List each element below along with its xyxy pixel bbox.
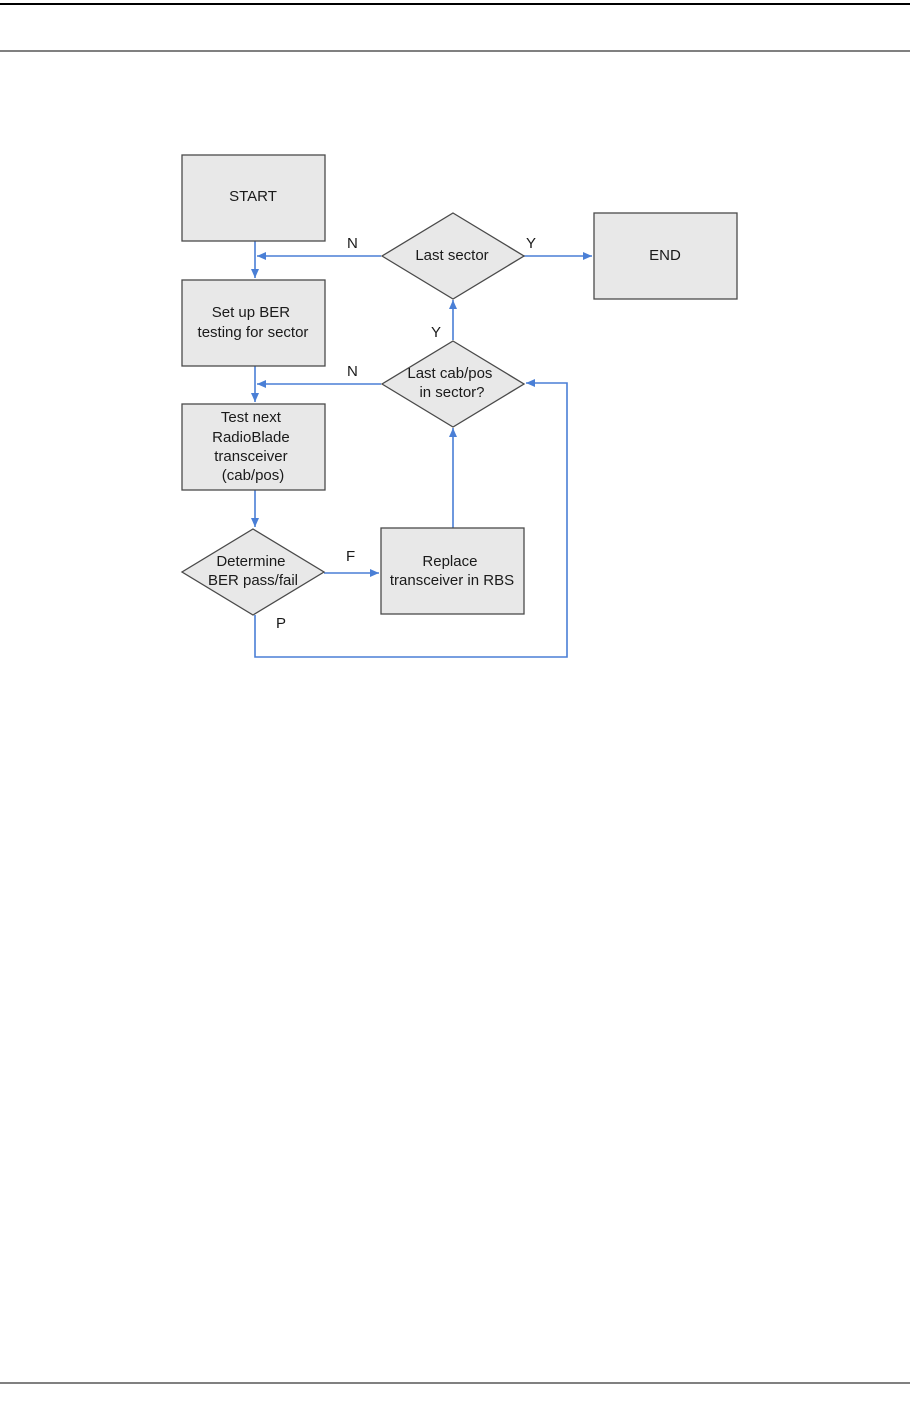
node-determine-ber-line-1: Determine [216, 553, 285, 570]
node-last-cabpos: Last cab/pos in sector? [382, 341, 524, 427]
node-setup-ber-line-1: Set up BER [212, 304, 291, 321]
node-last-cabpos-line-2: in sector? [419, 384, 484, 401]
svg-text:END: END [649, 247, 681, 264]
node-replace: Replace transceiver in RBS [381, 528, 524, 614]
node-test-next: Test next RadioBlade transceiver (cab/po… [182, 404, 325, 490]
node-replace-line-1: Replace [422, 553, 477, 570]
svg-text:Last sector: Last sector [415, 247, 488, 264]
node-last-sector-line-1: Last sector [415, 247, 488, 264]
page-footer-rule [0, 1380, 910, 1403]
edge-label-last-cabpos-yes: Y [431, 324, 441, 341]
node-end-line-1: END [649, 247, 681, 264]
node-test-next-line-4: (cab/pos) [222, 467, 285, 484]
node-replace-line-2: transceiver in RBS [390, 572, 514, 589]
edge-label-ber-pass: P [276, 615, 286, 632]
node-last-cabpos-line-1: Last cab/pos [407, 365, 492, 382]
node-test-next-line-2: RadioBlade [212, 429, 290, 446]
node-start-line-1: START [229, 188, 277, 205]
node-test-next-line-1: Test next [221, 409, 282, 426]
edge-label-last-cabpos-no: N [347, 363, 358, 380]
node-setup-ber-line-2: testing for sector [198, 324, 309, 341]
edge-label-ber-fail: F [346, 548, 355, 565]
node-setup-ber: Set up BER testing for sector [182, 280, 325, 366]
node-determine-ber: Determine BER pass/fail [182, 529, 324, 615]
svg-text:START: START [229, 188, 277, 205]
node-test-next-line-3: transceiver [214, 448, 287, 465]
node-last-sector: Last sector [382, 213, 524, 299]
node-end: END [594, 213, 737, 299]
node-start: START [182, 155, 325, 241]
flowchart: START Set up BER testing for sector Test… [0, 0, 910, 700]
edge-label-last-sector-yes: Y [526, 235, 536, 252]
node-determine-ber-line-2: BER pass/fail [208, 572, 298, 589]
edge-label-last-sector-no: N [347, 235, 358, 252]
